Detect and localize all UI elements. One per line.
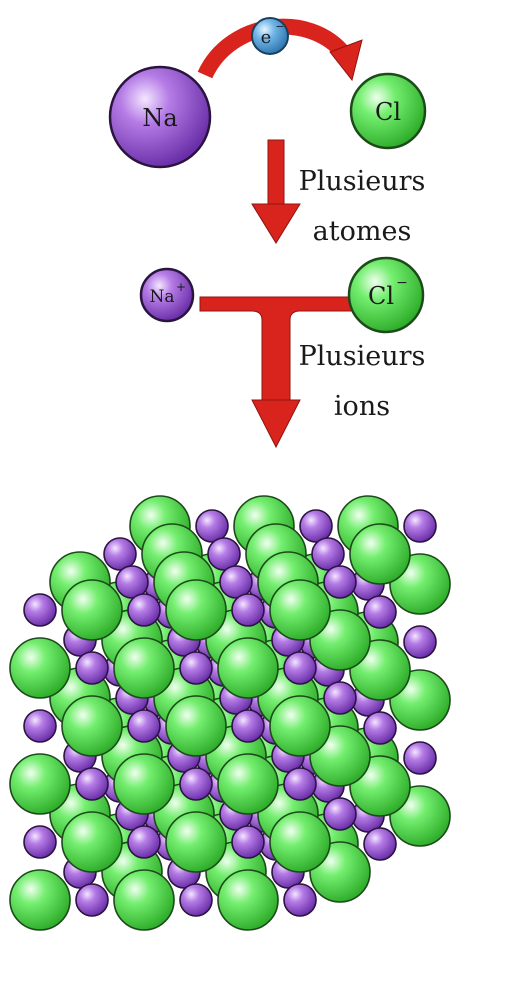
lattice-sodium-ion — [323, 797, 357, 831]
chlorine-ion-charge: − — [396, 275, 408, 291]
lattice-sodium-ion — [179, 767, 213, 801]
sodium-ion-symbol: Na — [149, 287, 174, 307]
lattice-sodium-ion — [403, 625, 437, 659]
lattice-sodium-ion — [75, 767, 109, 801]
lattice-chloride-ion — [217, 869, 279, 931]
lattice-sodium-ion — [231, 825, 265, 859]
lattice-sodium-ion — [127, 825, 161, 859]
lattice-sodium-ion — [283, 767, 317, 801]
electron: e − — [251, 17, 289, 55]
lattice-sodium-ion — [219, 565, 253, 599]
lattice-chloride-ion — [349, 523, 411, 585]
lattice-chloride-ion — [61, 695, 123, 757]
lattice-chloride-ion — [9, 753, 71, 815]
lattice-sodium-ion — [115, 565, 149, 599]
lattice-sodium-ion — [127, 709, 161, 743]
lattice-chloride-ion — [61, 811, 123, 873]
electron-symbol: e — [261, 27, 272, 48]
atoms-label-line1: Plusieurs — [299, 166, 426, 197]
lattice-sodium-ion — [179, 883, 213, 917]
sodium-ion-charge: + — [176, 280, 186, 294]
lattice-sodium-ion — [179, 651, 213, 685]
lattice-sodium-ion — [363, 711, 397, 745]
lattice-sodium-ion — [299, 509, 333, 543]
lattice-sodium-ion — [283, 883, 317, 917]
lattice-sodium-ion — [23, 825, 57, 859]
lattice-chloride-ion — [165, 695, 227, 757]
lattice-sodium-ion — [75, 651, 109, 685]
lattice-chloride-ion — [9, 637, 71, 699]
ions-label-line1: Plusieurs — [299, 341, 426, 372]
chlorine-ion: Cl − — [347, 256, 425, 334]
lattice-sodium-ion — [403, 741, 437, 775]
chlorine-symbol: Cl — [375, 98, 401, 126]
electron-charge: − — [275, 20, 284, 33]
lattice-chloride-ion — [113, 753, 175, 815]
ions-step-arrow — [199, 296, 356, 449]
lattice-sodium-ion — [23, 709, 57, 743]
atoms-label-line2: atomes — [313, 216, 412, 247]
lattice-sodium-ion — [323, 565, 357, 599]
lattice-chloride-ion — [217, 753, 279, 815]
lattice-sodium-ion — [323, 681, 357, 715]
lattice-sodium-ion — [283, 651, 317, 685]
lattice-chloride-ion — [165, 579, 227, 641]
lattice-sodium-ion — [311, 537, 345, 571]
chlorine-ion-symbol: Cl — [368, 282, 394, 310]
lattice-sodium-ion — [23, 593, 57, 627]
lattice-chloride-ion — [165, 811, 227, 873]
ions-label-line2: ions — [334, 391, 390, 422]
lattice-sodium-ion — [403, 509, 437, 543]
chlorine-atom: Cl — [349, 72, 427, 150]
lattice-sodium-ion — [231, 709, 265, 743]
nacl-crystal-lattice — [9, 495, 451, 931]
lattice-chloride-ion — [269, 811, 331, 873]
lattice-chloride-ion — [217, 637, 279, 699]
lattice-sodium-ion — [127, 593, 161, 627]
lattice-sodium-ion — [207, 537, 241, 571]
lattice-chloride-ion — [9, 869, 71, 931]
sodium-symbol: Na — [142, 104, 177, 132]
lattice-sodium-ion — [231, 593, 265, 627]
lattice-chloride-ion — [113, 637, 175, 699]
electron-transfer-arrowhead — [329, 39, 363, 82]
lattice-chloride-ion — [113, 869, 175, 931]
atoms-step-arrow — [251, 139, 301, 244]
lattice-sodium-ion — [195, 509, 229, 543]
lattice-sodium-ion — [363, 827, 397, 861]
lattice-sodium-ion — [75, 883, 109, 917]
sodium-ion: Na + — [139, 267, 195, 323]
lattice-sodium-ion — [103, 537, 137, 571]
lattice-sodium-ion — [363, 595, 397, 629]
lattice-chloride-ion — [269, 579, 331, 641]
sodium-atom: Na — [108, 65, 212, 169]
lattice-chloride-ion — [61, 579, 123, 641]
lattice-chloride-ion — [269, 695, 331, 757]
